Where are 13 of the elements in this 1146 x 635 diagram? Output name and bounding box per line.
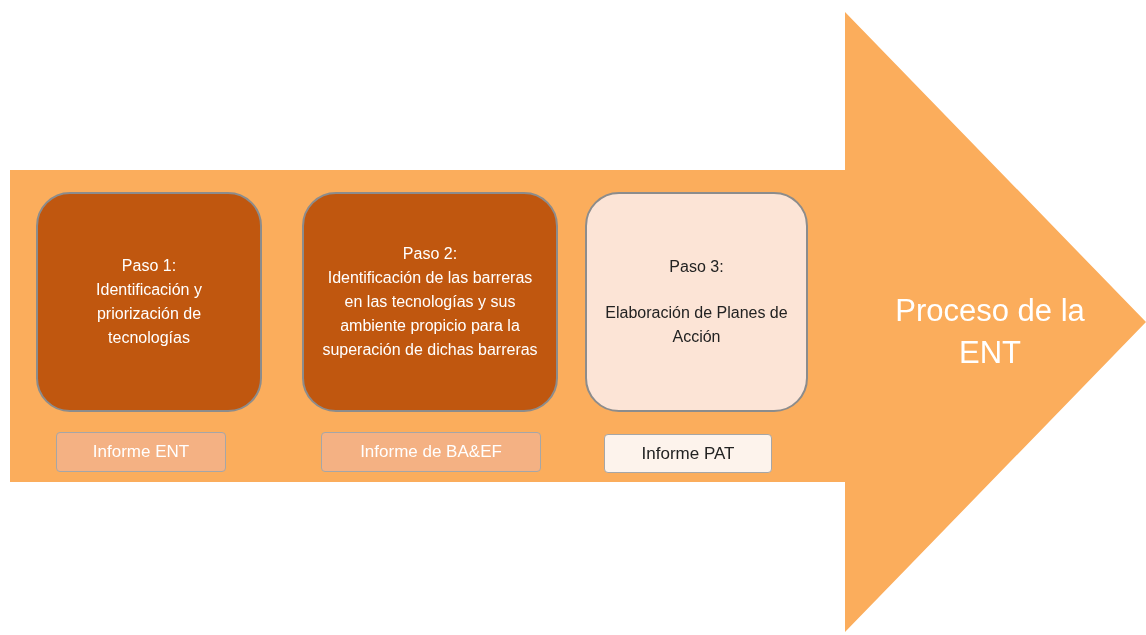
report-tag: Informe PAT [604,434,772,473]
step-box [36,192,262,412]
step-text: Elaboración de Planes de Acción [604,303,789,347]
step-text: Identificación de las barreras en las tecnologías y sus ambiente propicio para la superación de dichas barreras [321,268,539,360]
step-heading: Paso 1: [121,256,177,276]
step-heading: Paso 2: [402,244,458,264]
arrow-title: Proceso de la ENT [894,292,1086,372]
step-heading: Paso 3: [669,257,724,277]
step-text: Identificación y priorización de tecnologías [95,280,203,348]
report-tag: Informe ENT [56,432,226,472]
step-box [585,192,808,412]
step-box [302,192,558,412]
report-tag: Informe de BA&EF [321,432,541,472]
